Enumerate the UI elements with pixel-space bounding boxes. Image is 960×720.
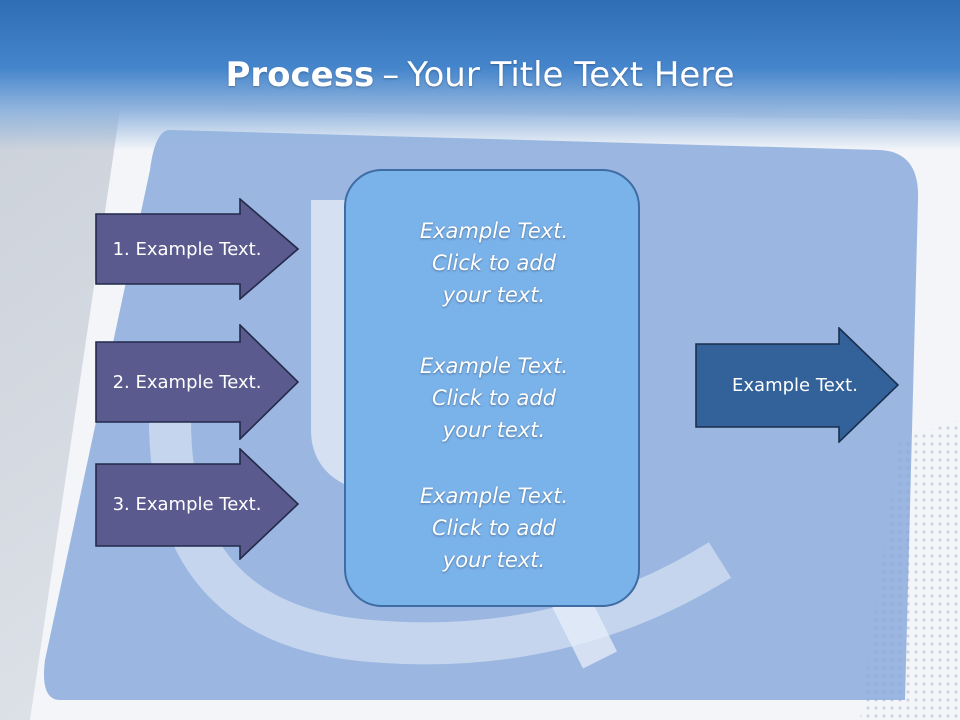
input-arrow-1: 1. Example Text. bbox=[95, 198, 299, 300]
output-arrow-label: Example Text. bbox=[732, 374, 858, 396]
input-arrow-1-shape bbox=[95, 198, 299, 300]
title-rest: Your Title Text Here bbox=[407, 55, 735, 95]
process-text-1: Example Text. Click to add your text. bbox=[419, 219, 569, 307]
input-arrow-2: 2. Example Text. bbox=[95, 324, 299, 440]
title-separator: – bbox=[382, 55, 400, 95]
input-arrow-2-label: 2. Example Text. bbox=[112, 371, 262, 393]
process-box: Example Text. Click to add your text. Ex… bbox=[344, 169, 640, 607]
process-text-2: Example Text. Click to add your text. bbox=[419, 354, 569, 442]
input-arrow-3-label: 3. Example Text. bbox=[112, 493, 262, 515]
input-arrow-3-shape bbox=[95, 448, 299, 560]
title-bold: Process bbox=[225, 55, 375, 95]
input-arrow-2-shape bbox=[95, 324, 299, 440]
output-arrow: Example Text. bbox=[695, 327, 899, 443]
title-bar bbox=[0, 0, 960, 150]
page-title: Process–Your Title Text Here bbox=[0, 52, 960, 98]
input-arrow-3: 3. Example Text. bbox=[95, 448, 299, 560]
input-arrow-1-label: 1. Example Text. bbox=[112, 238, 262, 260]
output-arrow-shape bbox=[695, 327, 899, 443]
process-text-3: Example Text. Click to add your text. bbox=[419, 484, 569, 572]
